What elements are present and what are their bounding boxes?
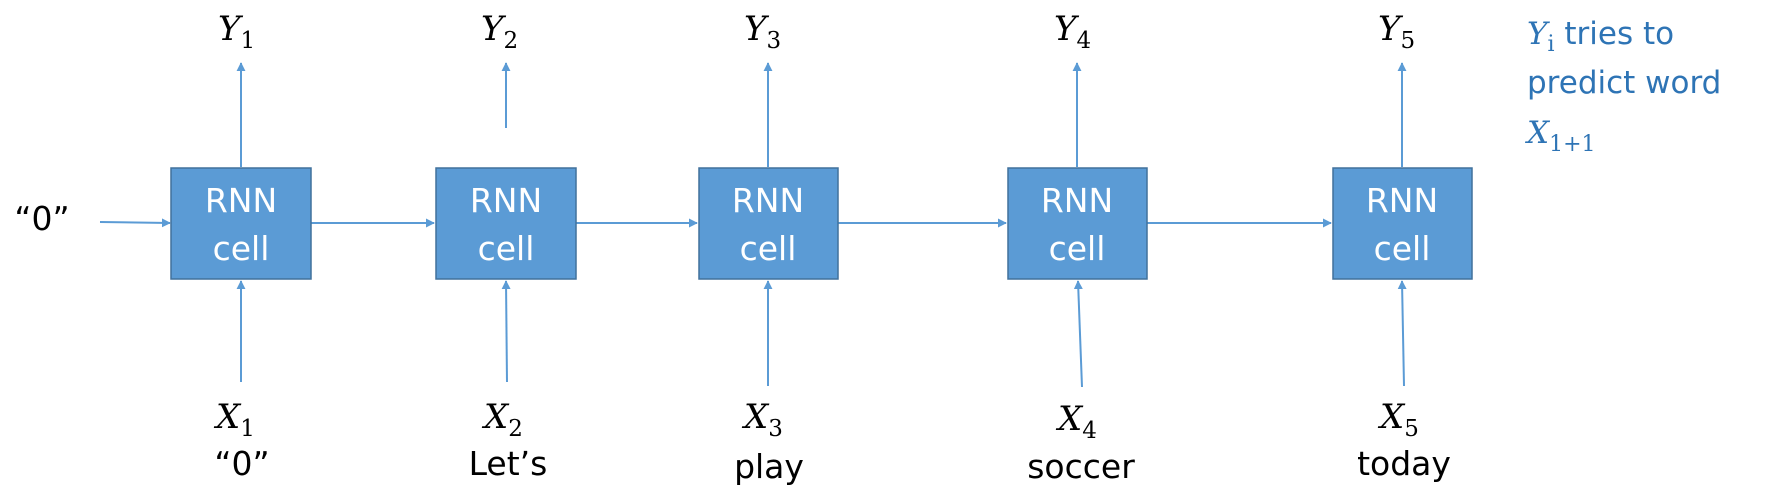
rnn-cell-label-line1: RNN [732, 181, 804, 220]
note-line-3: X1+1 [1525, 115, 1596, 157]
input-label-3: X3 [741, 397, 783, 442]
rnn-cell-1: RNN cell [170, 167, 312, 280]
rnn-cell-4: RNN cell [1007, 167, 1148, 280]
rnn-cell-label-line2: cell [1049, 229, 1106, 268]
output-label-2: Y2 [481, 9, 518, 54]
rnn-cell-label-line2: cell [478, 229, 535, 268]
input-word-1: “0” [214, 444, 269, 483]
input-word-4: soccer [1027, 447, 1135, 486]
rnn-cell-5: RNN cell [1332, 167, 1473, 280]
rnn-cell-2: RNN cell [435, 167, 577, 280]
rnn-cell-label-line1: RNN [470, 181, 542, 220]
output-label-3: Y3 [744, 9, 781, 54]
input-arrow-5 [1397, 280, 1407, 387]
rnn-cell-label-line2: cell [1374, 229, 1431, 268]
input-word-2: Let’s [469, 444, 548, 483]
input-label-4: X4 [1055, 399, 1097, 444]
rnn-cell-box [1332, 167, 1473, 280]
initial-state-arrow [99, 218, 171, 228]
rnn-cell-box [698, 167, 839, 280]
rnn-cell-box [170, 167, 312, 280]
note-line-2: predict word [1527, 65, 1721, 101]
input-word-3: play [734, 447, 804, 486]
input-label-5: X5 [1377, 397, 1419, 442]
rnn-cell-label-line2: cell [740, 229, 797, 268]
output-label-1: Y1 [218, 9, 255, 54]
prediction-note: Yi tries to predict word X1+1 [1525, 16, 1721, 157]
rnn-cell-label-line1: RNN [1041, 181, 1113, 220]
input-label-2: X2 [481, 397, 523, 442]
output-label-5: Y5 [1378, 9, 1415, 54]
rnn-cell-label-line2: cell [213, 229, 270, 268]
initial-state-label: “0” [14, 199, 69, 238]
rnn-cell-label-line1: RNN [1366, 181, 1438, 220]
rnn-cell-box [435, 167, 577, 280]
input-arrow-2 [501, 280, 511, 383]
input-word-5: today [1357, 444, 1451, 483]
input-arrow-4 [1073, 280, 1083, 388]
rnn-cell-3: RNN cell [698, 167, 839, 280]
output-label-4: Y4 [1054, 9, 1091, 54]
rnn-cell-label-line1: RNN [205, 181, 277, 220]
rnn-cell-box [1007, 167, 1148, 280]
note-line-1: Yi tries to [1527, 16, 1674, 57]
input-label-1: X1 [213, 397, 255, 442]
